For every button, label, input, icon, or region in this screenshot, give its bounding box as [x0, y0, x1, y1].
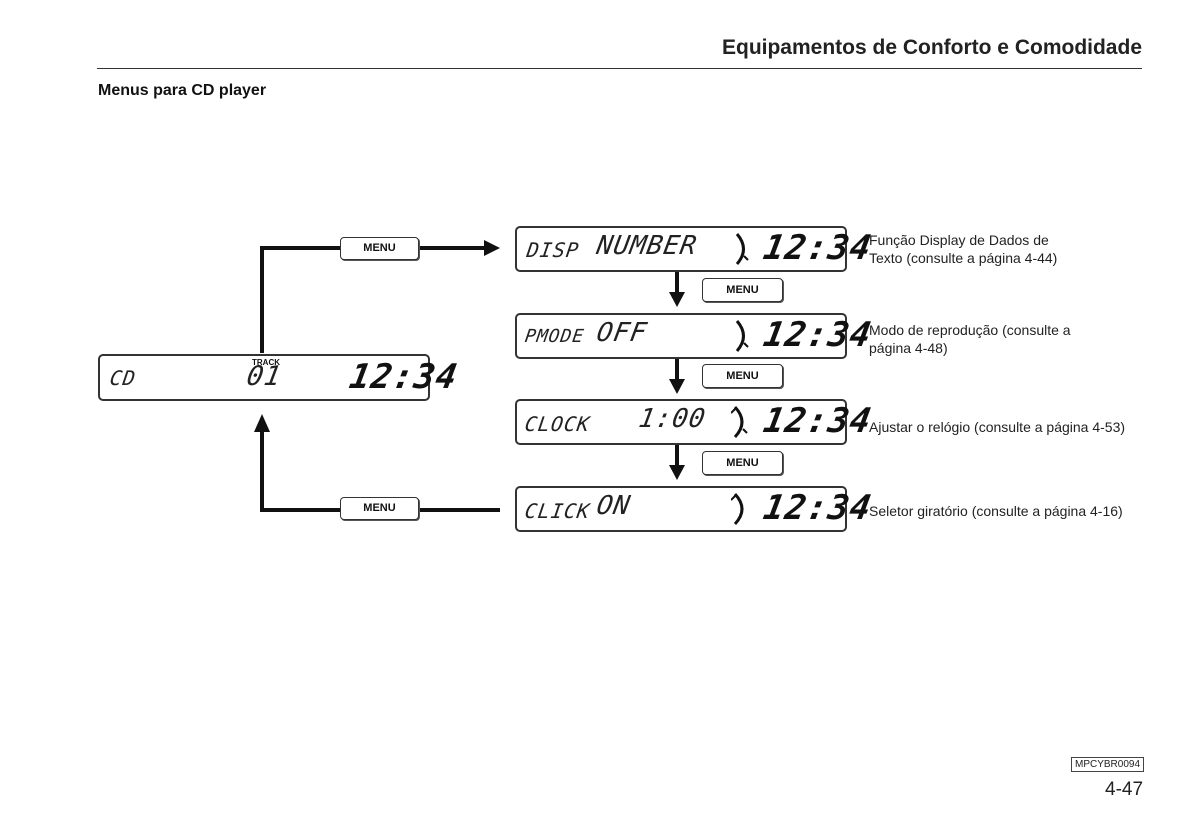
- main-cd-display: CD TRACK 01 12:34: [98, 354, 461, 401]
- menu-screen-click-clock: 12:34: [760, 488, 875, 528]
- menu-button-open[interactable]: MENU: [340, 237, 419, 260]
- menu-button-step-1[interactable]: MENU: [702, 278, 783, 302]
- arrowhead-down-3: [669, 465, 685, 480]
- menu-screen-clock-left: CLOCK: [523, 412, 592, 436]
- menu-screen-click: CLICK ON 12:34: [515, 486, 875, 532]
- page-header: Equipamentos de Conforto e Comodidade: [97, 28, 1142, 69]
- menu-screen-disp-right: NUMBER: [594, 231, 700, 261]
- dial-icon: [735, 233, 749, 265]
- arrowhead-up: [254, 414, 270, 432]
- menu-screen-click-right: ON: [594, 491, 633, 521]
- main-display-clock: 12:34: [346, 357, 461, 397]
- menu-screen-click-left: CLICK: [523, 499, 592, 523]
- menu-button-step-3[interactable]: MENU: [702, 451, 783, 475]
- menu-screen-disp-clock: 12:34: [760, 228, 875, 268]
- dial-icon: [735, 320, 749, 352]
- dial-icon: [731, 492, 744, 526]
- arrowhead-down-1: [669, 292, 685, 307]
- menu-screen-pmode-clock: 12:34: [760, 315, 875, 355]
- arrowhead-down-2: [669, 379, 685, 394]
- menu-screen-disp: DISP NUMBER 12:34: [515, 226, 875, 272]
- menu-screen-disp-description: Função Display de Dados de Texto (consul…: [869, 232, 1058, 266]
- main-to-first-menu-line: [260, 246, 488, 353]
- menu-screen-pmode: PMODE OFF 12:34: [515, 313, 875, 359]
- menu-button-step-2[interactable]: MENU: [702, 364, 783, 388]
- menu-screen-pmode-right: OFF: [594, 318, 650, 348]
- last-menu-to-main-line: [260, 430, 500, 512]
- menu-button-return[interactable]: MENU: [340, 497, 419, 520]
- menu-screen-clock: CLOCK 1:00 12:34: [515, 399, 875, 445]
- menu-screen-pmode-left: PMODE: [523, 326, 586, 347]
- section-title: Menus para CD player: [98, 82, 267, 99]
- menu-screen-disp-left: DISP: [525, 238, 581, 262]
- image-code: MPCYBR0094: [1071, 757, 1145, 772]
- page-header-title: Equipamentos de Conforto e Comodidade: [721, 36, 1142, 59]
- page-number: 4-47: [1105, 779, 1144, 800]
- menu-screen-clock-clock: 12:34: [760, 401, 875, 441]
- flow-arrowheads: [254, 240, 685, 480]
- menu-screen-clock-right: 1:00: [636, 404, 709, 434]
- menu-screen-pmode-description: Modo de reprodução (consulte a página 4-…: [869, 322, 1071, 356]
- main-display-track: 01: [244, 361, 285, 392]
- menu-screen-click-description: Seletor giratório (consulte a página 4-1…: [869, 503, 1123, 519]
- dial-icon: [731, 405, 748, 439]
- main-display-mode: CD: [108, 366, 138, 390]
- menu-screen-clock-description: Ajustar o relógio (consulte a página 4-5…: [869, 419, 1126, 435]
- main-display-track-label: TRACK: [252, 358, 280, 367]
- arrowhead-right: [484, 240, 500, 256]
